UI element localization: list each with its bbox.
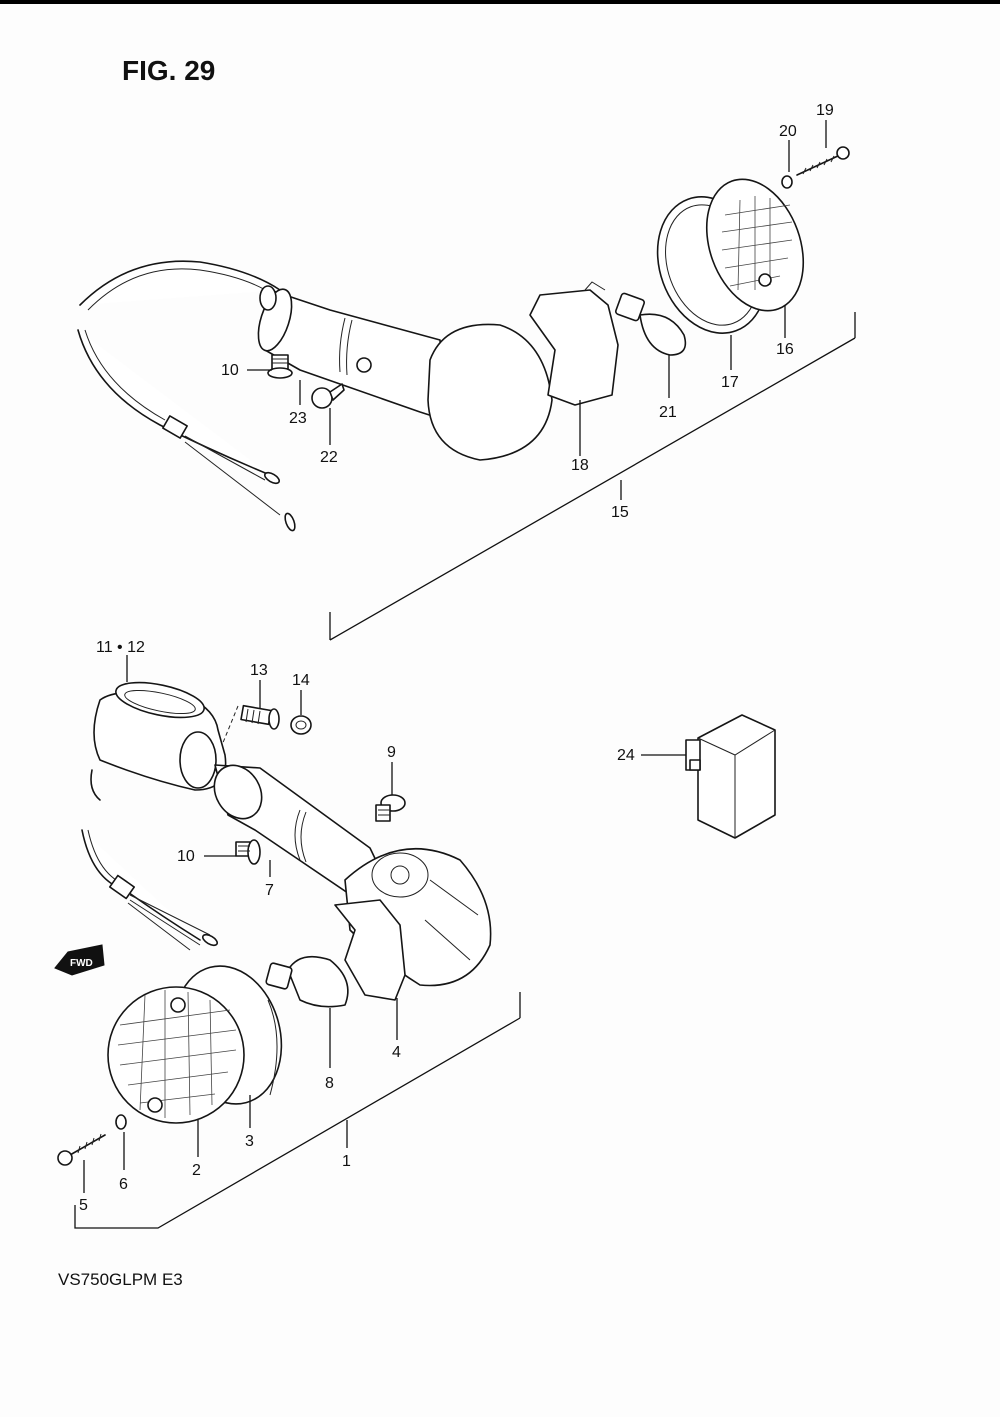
callout-17: 17 [721, 374, 739, 391]
relay-24 [685, 714, 776, 839]
reflector-18 [529, 289, 619, 406]
wire-lead-lower [77, 329, 271, 476]
group-bracket-1 [74, 992, 521, 1229]
model-code: VS750GLPM E3 [58, 1270, 183, 1289]
lens-ring-3 [267, 999, 278, 1096]
front-wire-lead [81, 829, 201, 941]
rear-turn-signal-assembly [77, 146, 856, 641]
group-bracket-15 [329, 312, 856, 641]
stem-housing-23 [257, 285, 446, 421]
fwd-direction-arrow: FWD [54, 944, 105, 976]
screw-10-lower [235, 839, 261, 865]
callout-19: 19 [816, 102, 834, 119]
callout-23: 23 [289, 410, 307, 427]
callout-16: 16 [776, 341, 794, 358]
callout-15: 15 [611, 504, 629, 521]
bracket-11-12 [93, 681, 227, 791]
callout-2: 2 [192, 1162, 201, 1179]
callout-1: 1 [342, 1153, 351, 1170]
callout-4: 4 [392, 1044, 401, 1061]
front-turn-signal-assembly [57, 681, 521, 1229]
callout-10-lower: 10 [177, 848, 195, 865]
screw-10-upper [267, 354, 293, 379]
leader-lines [83, 120, 827, 1193]
callout-14: 14 [292, 672, 310, 689]
screw-13 [240, 704, 280, 730]
callout-24: 24 [617, 747, 635, 764]
callout-10-upper: 10 [221, 362, 239, 379]
terminal-lower [284, 512, 296, 532]
callout-22: 22 [320, 449, 338, 466]
screw-9 [375, 794, 406, 822]
bulb-21 [615, 292, 687, 356]
lens-16 [705, 178, 805, 312]
callout-3: 3 [245, 1133, 254, 1150]
wire-lead-upper [79, 260, 281, 306]
callout-5: 5 [79, 1197, 88, 1214]
callout-7: 7 [265, 882, 274, 899]
washer-20 [781, 175, 793, 189]
callout-6: 6 [119, 1176, 128, 1193]
callout-20: 20 [779, 123, 797, 140]
rear-lamp-shell [427, 323, 553, 461]
callout-11-12: 11 • 12 [96, 639, 145, 656]
screw-5 [57, 1133, 106, 1166]
fwd-label: FWD [70, 958, 93, 969]
callout-21: 21 [659, 404, 677, 421]
lens-2 [107, 965, 283, 1124]
terminal-upper [263, 471, 281, 485]
bulb-8 [265, 955, 349, 1008]
washer-6 [115, 1114, 127, 1130]
callout-8: 8 [325, 1075, 334, 1092]
screw-22 [311, 383, 345, 409]
wire-sleeve [162, 415, 188, 439]
callout-18: 18 [571, 457, 589, 474]
reflector-4 [334, 899, 406, 1001]
callout-numbers: 19 20 16 17 21 18 15 10 23 22 11 • 12 13… [79, 102, 834, 1214]
nut-14 [290, 715, 312, 735]
figure-title: FIG. 29 [122, 55, 215, 86]
screw-19 [796, 146, 850, 176]
callout-13: 13 [250, 662, 268, 679]
callout-9: 9 [387, 744, 396, 761]
